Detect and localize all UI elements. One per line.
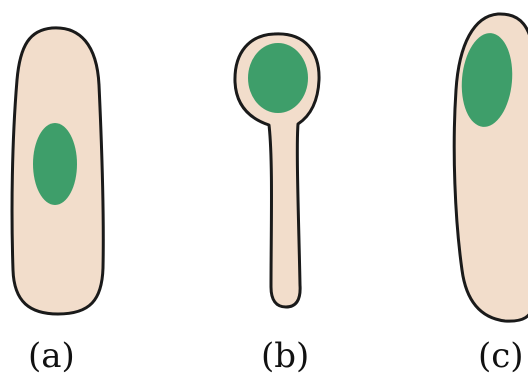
- panel-b-cell: [235, 34, 319, 307]
- panel-label-c: (c): [478, 336, 524, 376]
- panel-label-b: (b): [261, 336, 309, 376]
- panel-b-nucleus: [248, 43, 308, 113]
- panel-c-cell: [454, 14, 528, 321]
- panel-a-nucleus: [33, 123, 77, 205]
- panel-label-a: (a): [28, 336, 75, 376]
- panel-a-cell: [12, 28, 103, 314]
